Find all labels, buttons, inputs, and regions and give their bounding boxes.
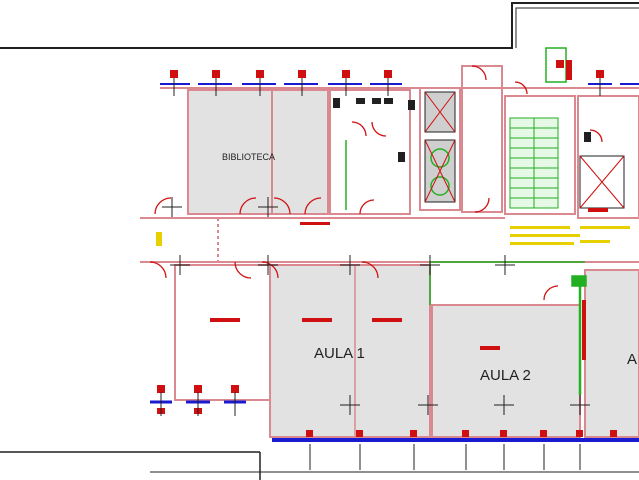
lift-icon: [424, 91, 625, 209]
aula2-room: [431, 304, 581, 438]
door-swing-icon: [149, 65, 603, 301]
red-tags: [210, 60, 608, 360]
office-room: [174, 264, 271, 401]
socket-icon: [162, 197, 590, 415]
yellow-notes: [156, 226, 630, 246]
stair-icon: [509, 117, 559, 209]
fire-extinguisher-icon: [333, 98, 591, 162]
service-room: [329, 89, 411, 215]
radiator-lower-left: [150, 385, 246, 416]
room-label-aula3: A: [627, 351, 637, 368]
radiator-strip: [272, 430, 639, 470]
aula3-room: [584, 269, 639, 438]
room-label-aula1: AULA 1: [314, 345, 365, 362]
room-label-biblioteca: BIBLIOTECA: [222, 152, 275, 162]
radiator-icon: [160, 60, 639, 96]
biblioteca-room: [187, 89, 329, 215]
room-label-aula2: AULA 2: [480, 367, 531, 384]
lower-rooms: [174, 264, 639, 438]
